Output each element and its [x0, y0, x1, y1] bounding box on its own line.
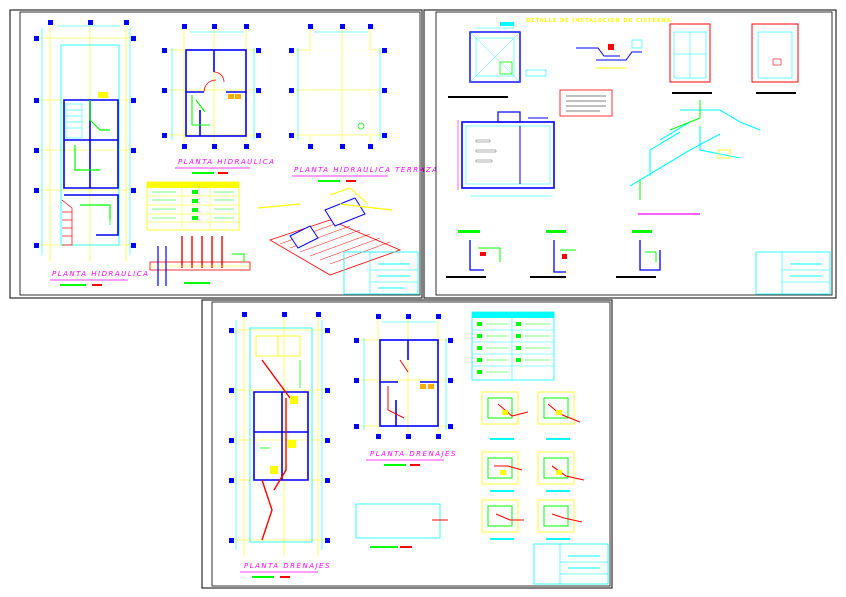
- drain-pipes: [387, 359, 409, 419]
- fixtures: [95, 92, 111, 233]
- plan-hidraulica-upper: PLANTA HIDRAULICA: [162, 24, 275, 174]
- title-block: [755, 251, 831, 295]
- lot-outline: [249, 327, 313, 543]
- sheet-2: DETALLE DE INSTALACION DE CISTERNA: [423, 9, 837, 299]
- lot-inner-outline: [60, 44, 120, 246]
- tanks: [257, 337, 297, 355]
- scale-bar: [192, 172, 214, 174]
- sheet-inner-frame: [211, 301, 611, 587]
- symbol-legend-table: [146, 181, 240, 231]
- walls: [185, 49, 247, 137]
- plan-title: PLANTA DRENAJES: [370, 450, 457, 458]
- plan-title: PLANTA HIDRAULICA TERRAZA: [294, 166, 438, 174]
- vent-lines: [260, 360, 301, 449]
- title-block: [533, 543, 609, 585]
- notes-table: [559, 89, 613, 117]
- lot-outline: [57, 39, 121, 251]
- plan-title: PLANTA DRENAJES: [244, 562, 331, 570]
- dimension-lines: [41, 25, 131, 255]
- sheet-heading: DETALLE DE INSTALACION DE CISTERNA: [526, 18, 672, 24]
- scale-bar-alt: [410, 464, 420, 466]
- dimension-lines: [171, 31, 255, 140]
- tinaco-icon: [357, 122, 365, 130]
- stairs: [65, 103, 83, 139]
- plan-hidraulica-ground: PLANTA HIDRAULICA: [34, 20, 149, 286]
- dimension-lines: [363, 321, 447, 430]
- terrace-outline: [309, 49, 371, 137]
- scale-bar: [252, 576, 274, 578]
- cistern-plan-views: [448, 22, 799, 98]
- tank-outlines: [255, 335, 301, 357]
- sheet-frame: [423, 9, 837, 299]
- plan-title: PLANTA HIDRAULICA: [178, 158, 275, 166]
- cistern-section: [457, 111, 555, 197]
- plan-drenajes-upper: PLANTA DRENAJES: [354, 314, 457, 466]
- fixtures: [228, 94, 241, 99]
- register-box-details: [481, 391, 585, 540]
- connection-details: [446, 230, 661, 278]
- axis-markers: [229, 312, 330, 543]
- entrance-stair: [61, 199, 73, 246]
- door-swings: [203, 71, 225, 93]
- scale-bar-alt: [346, 180, 356, 182]
- scale-bar-alt: [280, 576, 290, 578]
- plan-title: PLANTA HIDRAULICA: [52, 270, 149, 278]
- scale-bar-alt: [92, 284, 102, 286]
- cistern-plan-small: [355, 503, 448, 548]
- sheet-1: PLANTA HIDRAULICA: [9, 9, 438, 299]
- title-block: [343, 251, 419, 295]
- water-tank: [343, 85, 367, 105]
- axis-markers: [289, 24, 387, 149]
- dimension-lines: [235, 320, 323, 550]
- scale-bar: [318, 180, 340, 182]
- fixtures: [420, 384, 434, 389]
- drainage-legend-table: [471, 311, 555, 381]
- drain-fixtures: [270, 396, 298, 474]
- axis-markers: [34, 20, 136, 248]
- axis-markers: [354, 314, 453, 439]
- scale-bar-alt: [218, 172, 228, 174]
- sheet-inner-frame: [435, 11, 833, 296]
- dimension-lines: [297, 31, 381, 140]
- scale-bar: [60, 284, 86, 286]
- scale-bar: [384, 464, 406, 466]
- plan-drenajes-ground: PLANTA DRENAJES: [229, 312, 331, 578]
- water-pipes: [74, 100, 111, 225]
- sheet-3: PLANTA DRENAJES: [201, 299, 613, 589]
- axis-markers: [162, 24, 261, 149]
- water-pipes: [191, 95, 210, 126]
- sheet-frame: [9, 9, 423, 299]
- drain-pipes: [261, 359, 291, 541]
- walls: [253, 391, 309, 481]
- section-detail: [149, 236, 251, 286]
- pump-detail: [576, 39, 643, 69]
- sheet-inner-frame: [19, 11, 421, 296]
- isometric-hydraulic-detail: [257, 187, 402, 276]
- plan-hidraulica-terraza: PLANTA HIDRAULICA TERRAZA: [289, 24, 438, 182]
- sheet-frame: [201, 299, 613, 589]
- walls: [379, 339, 439, 427]
- isometric-piping: [629, 100, 761, 215]
